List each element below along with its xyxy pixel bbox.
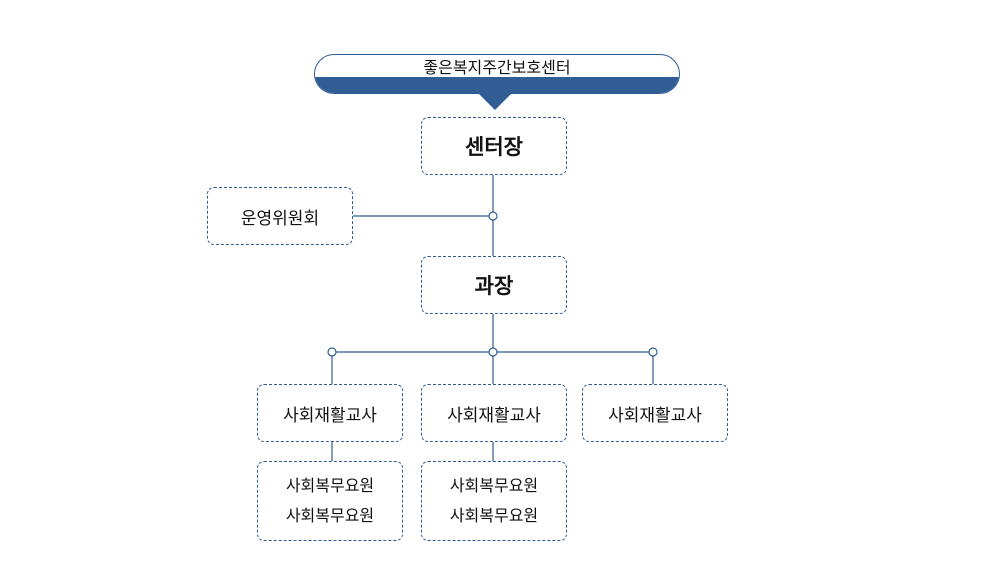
node-teacher-3-label: 사회재활교사 [608,405,702,426]
node-worker-group-2-label-1: 사회복무요원 [449,476,539,495]
node-teacher-3: 사회재활교사 [582,384,728,442]
organization-title: 좋은복지주간보호센터 [423,58,571,77]
junction-left [327,347,337,357]
junction-center [488,347,498,357]
node-center-head-label: 센터장 [465,135,523,159]
node-teacher-1-label: 사회재활교사 [283,405,377,426]
node-worker-group-1: 사회복무요원 사회복무요원 [257,461,403,541]
node-worker-group-1-label-1: 사회복무요원 [285,476,375,495]
node-worker-group-1-label-2: 사회복무요원 [285,506,375,525]
banner-pointer [478,93,512,110]
organization-title-banner: 좋은복지주간보호센터 [314,54,680,94]
node-operating-committee: 운영위원회 [207,187,353,245]
node-teacher-2-label: 사회재활교사 [447,405,541,426]
node-teacher-1: 사회재활교사 [257,384,403,442]
junction-right [648,347,658,357]
node-operating-committee-label: 운영위원회 [240,208,320,229]
node-worker-group-2-label-2: 사회복무요원 [449,506,539,525]
junction-committee [488,211,498,221]
node-center-head: 센터장 [421,117,567,175]
node-section-chief-label: 과장 [474,274,514,298]
banner-fill [315,77,679,93]
node-section-chief: 과장 [421,256,567,314]
node-teacher-2: 사회재활교사 [421,384,567,442]
node-worker-group-2: 사회복무요원 사회복무요원 [421,461,567,541]
